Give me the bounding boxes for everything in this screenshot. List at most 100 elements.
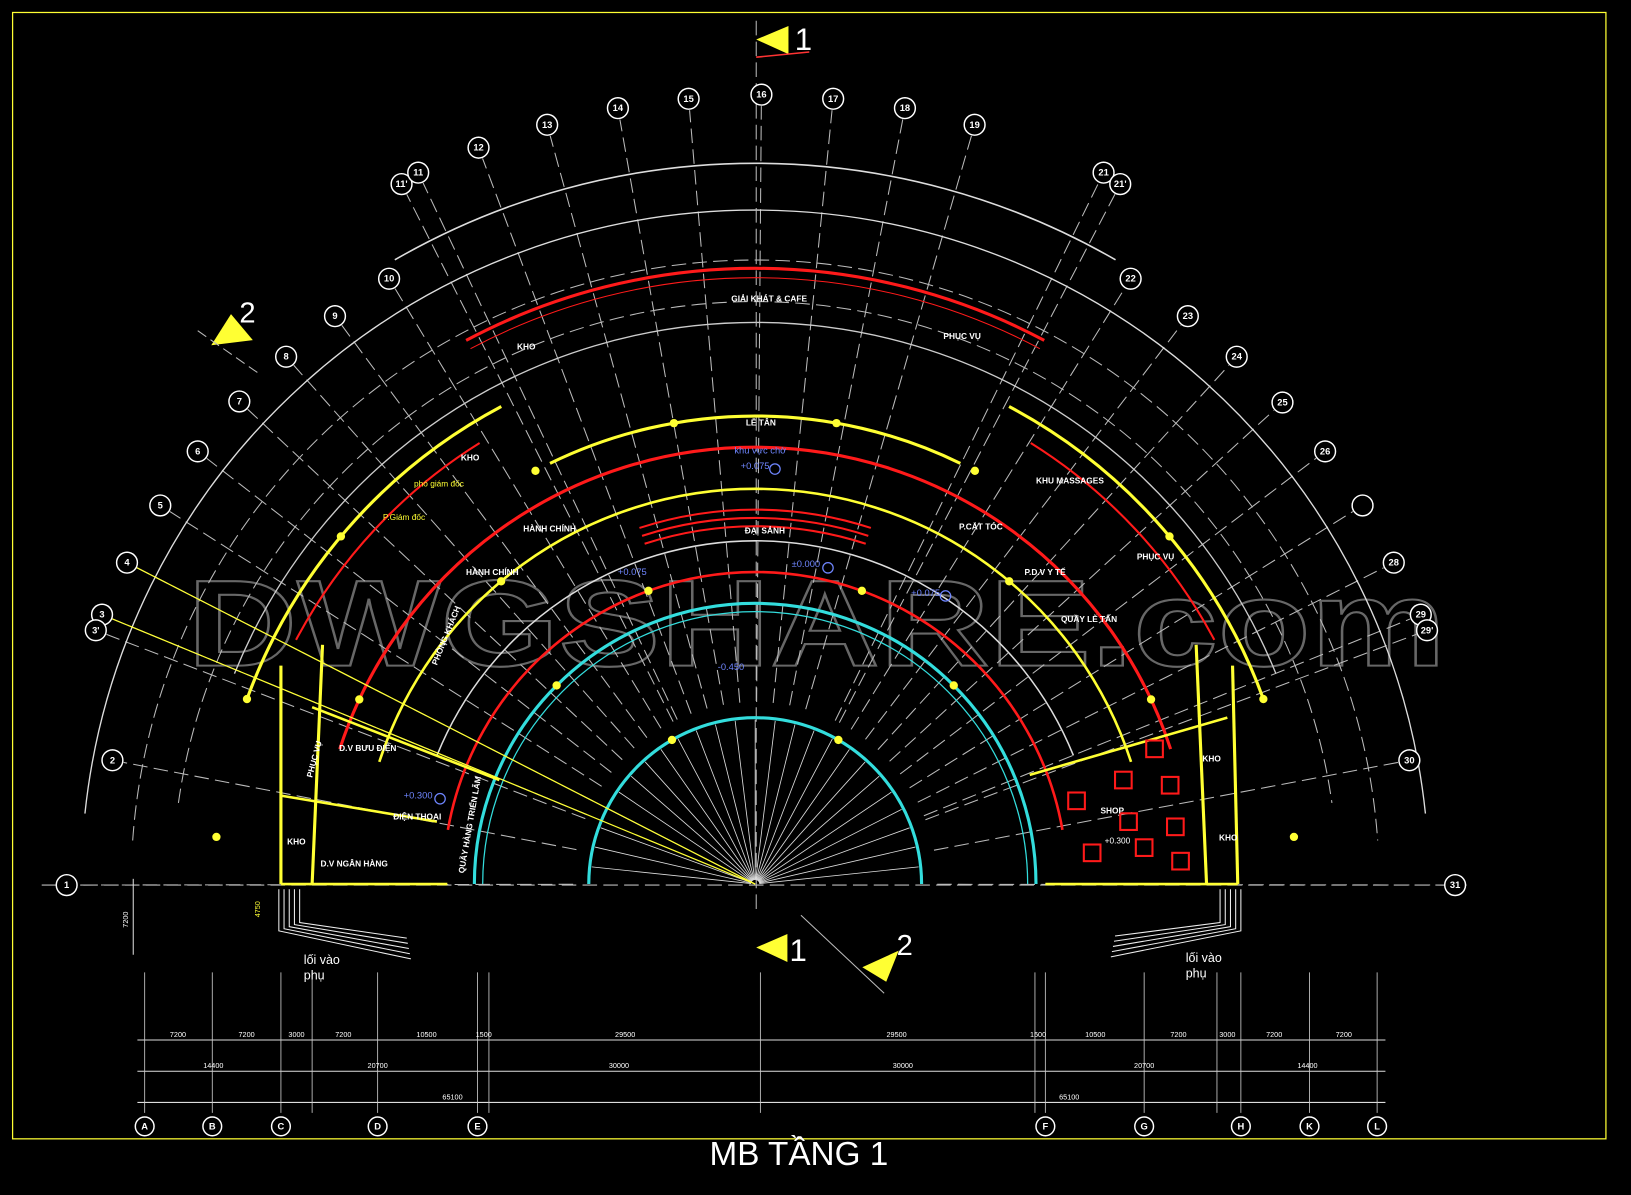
room-deputy-director: phó giám đốc [414, 479, 464, 489]
column-marker [1005, 577, 1014, 586]
dimension-value: 20700 [368, 1061, 388, 1070]
room-massage: KHU MASSAGES [1036, 476, 1104, 486]
grid-axis-line [923, 618, 1411, 817]
grid-axis-line [756, 106, 762, 703]
room-store: KHO [1219, 832, 1238, 842]
yellow-axis-line [126, 562, 756, 885]
axis-bubble: 2 [101, 749, 124, 772]
axis-bubble-circle [407, 161, 430, 184]
dimension-value: 14400 [203, 1061, 223, 1070]
courtyard-fan-line [618, 791, 752, 883]
column-marker [834, 735, 843, 745]
wing-wall-red [1030, 442, 1216, 641]
axis-bubble-label: 16 [756, 90, 766, 100]
column-axis-bubble: D [367, 1116, 388, 1137]
column-axis-bubble: K [1299, 1116, 1320, 1137]
axis-bubble-label: 23 [1183, 311, 1193, 321]
grid-axis-line [619, 119, 724, 705]
axis-bubble: 4 [115, 551, 139, 574]
dimension-value: 7200 [170, 1030, 186, 1039]
courtyard-fan-line [594, 846, 752, 884]
axis-bubble: 15 [677, 87, 700, 110]
shop-display-stand [1134, 838, 1154, 857]
dimension-value: 65100 [1059, 1092, 1079, 1101]
corridor-wall [338, 445, 1173, 750]
grid-axis-line [394, 288, 662, 729]
section-marker-1-bottom[interactable]: 1 [756, 933, 807, 968]
wing-wall [1029, 716, 1228, 777]
cafe-outer-wall [465, 266, 1045, 342]
wing-wall [311, 706, 500, 782]
dimension-value: 65100 [442, 1092, 462, 1101]
column-marker [644, 586, 653, 595]
axis-bubble-circle [467, 1116, 488, 1137]
axis-bubble-circle [1415, 619, 1439, 642]
section-marker-2-bottom[interactable]: 2 [800, 914, 913, 994]
room-store: KHO [461, 453, 480, 463]
axis-bubble-circle [1176, 305, 1199, 328]
grid-axis-line [772, 110, 833, 703]
room-store: KHO [287, 837, 306, 847]
axis-bubble: 5 [149, 494, 172, 517]
section-marker-2-left[interactable]: 2 [197, 297, 261, 375]
axis-bubble-label: 26 [1320, 446, 1330, 456]
dimension-value: 30000 [609, 1061, 629, 1070]
column-marker [552, 681, 561, 690]
axis-bubble-label: 28 [1389, 558, 1399, 568]
axis-bubble: 16 [750, 83, 773, 106]
axis-bubble: 21' [1109, 172, 1132, 196]
grid-axis-line [549, 135, 708, 709]
axis-bubble-circle [1109, 172, 1132, 196]
elevation-marks: +0.075 ±0.000 +0.075 +0.075 -0.450 +0.30… [404, 461, 1131, 845]
grid-axis-line [838, 193, 1116, 723]
courtyard-fan-line [759, 866, 919, 885]
axis-bubble-label: 15 [683, 94, 693, 104]
courtyard-fan-line [757, 761, 866, 882]
room-admin: HÀNH CHÍNH [466, 566, 519, 577]
axis-bubble-label: 1 [64, 880, 69, 890]
courtyard-fan-line [758, 827, 910, 883]
axis-bubble-label: 6 [195, 446, 200, 456]
axis-bubble-circle [202, 1116, 223, 1137]
shop-display-stand [1160, 775, 1180, 795]
side-entrance-left: phụ [304, 969, 325, 983]
section-label: 1 [789, 933, 806, 968]
axis-bubble: 31 [1443, 873, 1467, 897]
axis-bubble: 12 [467, 136, 490, 159]
wing-side-wall [1194, 644, 1209, 885]
axis-bubble-label: L [1374, 1121, 1380, 1131]
room-service: PHỤC VỤ [1137, 552, 1174, 562]
axis-bubble-label: 18 [900, 103, 910, 113]
courtyard-fan-line [756, 730, 815, 881]
room-exhibition: QUẦY HÀNG TRIỂN LÃM [455, 775, 483, 874]
grid-axis-line [889, 409, 1275, 762]
axis-bubble-label: 31 [1450, 880, 1460, 890]
dimension-value: 3000 [288, 1030, 304, 1039]
room-barber: P.CẮT TÓC [959, 520, 1003, 531]
column-marker [667, 735, 677, 745]
axis-bubble-circle [606, 97, 630, 120]
dimension-value: 4750 [253, 901, 262, 917]
dimension-value: 7200 [121, 912, 130, 928]
room-shop: SHOP [1100, 805, 1124, 815]
axis-bubble-label: 5 [158, 500, 163, 510]
dimension-value: 30000 [893, 1061, 913, 1070]
shop-display-stand [1082, 843, 1102, 863]
courtyard-fan-line [715, 724, 755, 881]
courtyard-fan-line [734, 720, 756, 880]
axis-bubble-circle [134, 1116, 155, 1137]
courtyard-fan-line [757, 749, 850, 881]
room-store: KHO [1202, 753, 1221, 763]
axis-bubble-circle [1230, 1116, 1251, 1137]
section-marker-1-top[interactable]: 1 [756, 22, 812, 58]
column-axis-bubble: F [1035, 1116, 1056, 1137]
courtyard-fan-line [755, 720, 776, 880]
column-axis-bubble: H [1230, 1116, 1251, 1137]
dimension-value: 29500 [615, 1030, 635, 1039]
axis-bubble-label: 11' [396, 179, 408, 189]
axis-bubble-label: E [474, 1121, 480, 1131]
axis-bubble: 29' [1415, 619, 1439, 642]
column-marker [531, 466, 540, 475]
dimension-value: 10500 [416, 1030, 436, 1039]
